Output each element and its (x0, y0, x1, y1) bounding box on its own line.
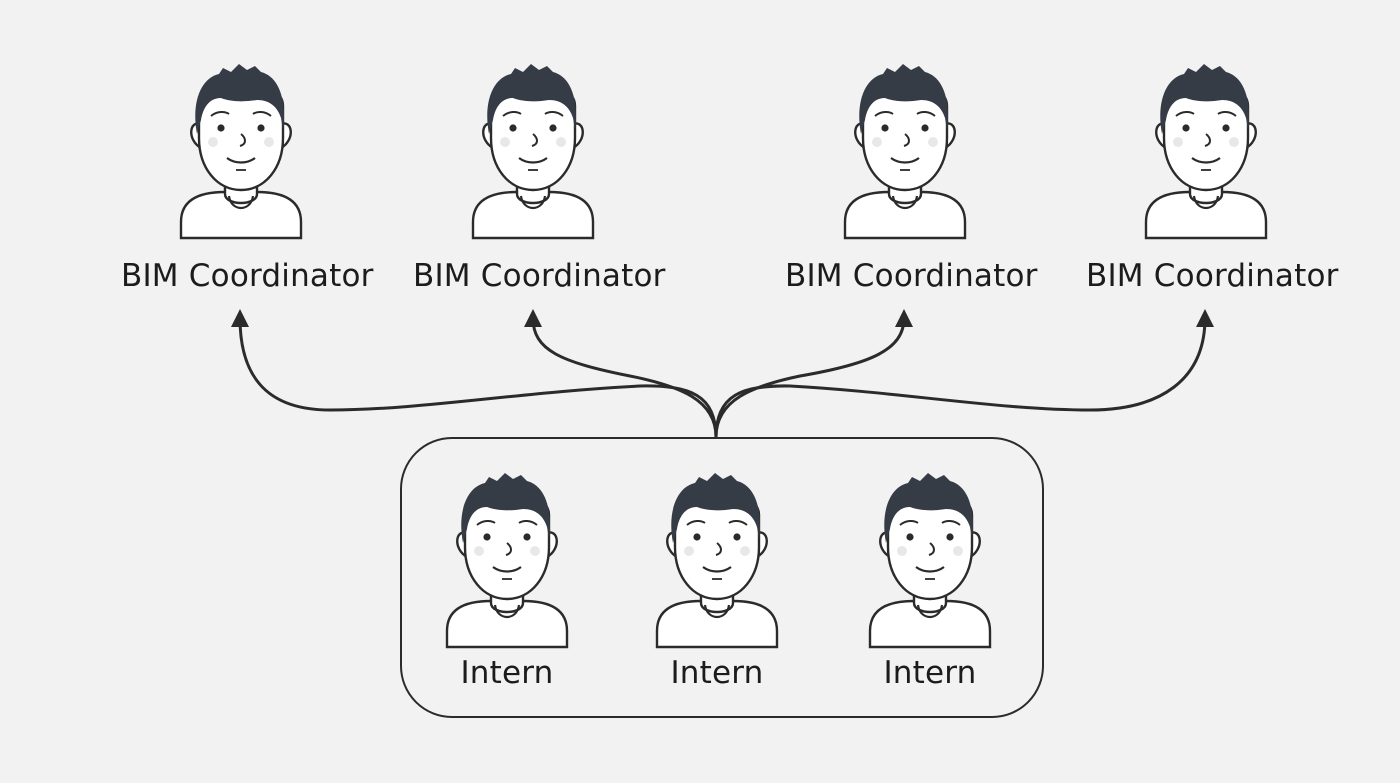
arrow-to-coordinator-3 (714, 309, 913, 438)
coordinator-label: BIM Coordinator (785, 258, 1038, 294)
intern-label: Intern (670, 655, 764, 691)
intern-1: Intern (387, 471, 627, 691)
person-avatar-icon (655, 471, 779, 649)
intern-label: Intern (883, 655, 977, 691)
coordinator-3: BIM Coordinator (785, 62, 1038, 294)
person-avatar-icon (843, 62, 967, 240)
person-avatar-icon (179, 62, 303, 240)
person-avatar-icon (868, 471, 992, 649)
arrow-to-coordinator-2 (524, 309, 718, 438)
coordinator-label: BIM Coordinator (413, 258, 666, 294)
coordinator-1: BIM Coordinator (121, 62, 374, 294)
coordinator-label: BIM Coordinator (121, 258, 374, 294)
person-avatar-icon (471, 62, 595, 240)
coordinator-label: BIM Coordinator (1086, 258, 1339, 294)
interns-group-box (400, 437, 1044, 718)
person-avatar-icon (1144, 62, 1268, 240)
person-avatar-icon (445, 471, 569, 649)
coordinator-2: BIM Coordinator (413, 62, 666, 294)
intern-2: Intern (597, 471, 837, 691)
intern-label: Intern (460, 655, 554, 691)
intern-3: Intern (810, 471, 1050, 691)
arrow-to-coordinator-1 (231, 309, 718, 438)
arrow-to-coordinator-4 (714, 309, 1214, 438)
coordinator-4: BIM Coordinator (1086, 62, 1339, 294)
